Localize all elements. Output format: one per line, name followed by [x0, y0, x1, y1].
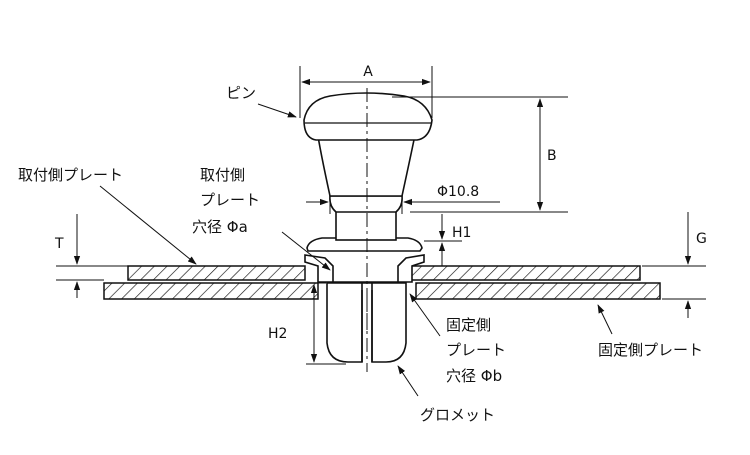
mounting-plate: [127, 265, 641, 281]
dimension-phi: [306, 196, 500, 214]
dimension-phi-label: Φ10.8: [437, 184, 479, 200]
pin-leader: [257, 103, 297, 118]
pin: [303, 92, 433, 241]
dimension-h1-label: H1: [452, 225, 471, 241]
fixed-hole-label-2: プレート: [446, 341, 506, 359]
dimension-g-label: G: [696, 231, 707, 247]
dimension-b-label: B: [547, 148, 557, 164]
dimension-h2-label: H2: [268, 326, 287, 342]
dimension-h1: [424, 214, 462, 266]
dimension-t: [56, 214, 128, 298]
fixed-plate-label: 固定側プレート: [598, 341, 703, 359]
mounting-hole-label-2: プレート: [200, 191, 260, 209]
grommet-label: グロメット: [420, 406, 495, 424]
fixed-plate-leader: [597, 304, 613, 335]
fixed-hole-label-3: 穴径 Φb: [446, 367, 502, 385]
grommet: [304, 237, 425, 363]
mounting-plate-leader: [99, 185, 197, 265]
dimension-b: [392, 96, 568, 213]
grommet-leader: [397, 365, 419, 397]
dimension-a-label: A: [363, 64, 373, 80]
dimension-t-label: T: [54, 236, 64, 252]
dimension-h2: [306, 282, 346, 365]
fixed-hole-label-1: 固定側: [446, 316, 491, 334]
mounting-hole-leader: [281, 231, 331, 271]
mounting-hole-label-1: 取付側: [200, 166, 245, 184]
mounting-hole-label-3: 穴径 Φa: [192, 218, 248, 236]
fixed-plate: [103, 282, 661, 300]
dimension-a: [299, 66, 433, 118]
fixed-hole-leader: [409, 293, 441, 337]
pin-label: ピン: [226, 84, 256, 102]
dimension-g: [642, 212, 706, 318]
mounting-plate-label: 取付側プレート: [18, 166, 123, 184]
